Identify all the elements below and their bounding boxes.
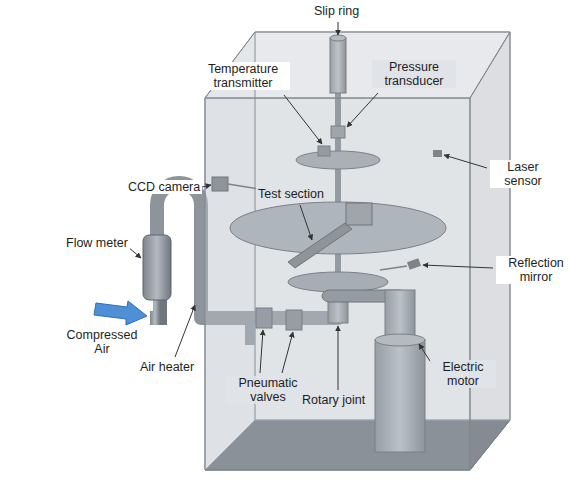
- part-label: CCD camera: [126, 180, 202, 194]
- leader-line: [202, 185, 211, 187]
- part-label: Air heater: [138, 360, 196, 374]
- leader-line: [175, 305, 195, 357]
- part-label: Temperature transmitter: [196, 62, 290, 90]
- flow-meter: [143, 235, 171, 300]
- leader-line: [282, 332, 293, 373]
- air-inlet-arrow: [94, 301, 147, 325]
- inlet-pipe: [150, 300, 160, 318]
- leader-line: [338, 326, 339, 390]
- leader-lines: [128, 22, 493, 390]
- enclosure-front: [205, 98, 470, 470]
- part-label: Pressure transducer: [372, 60, 456, 88]
- leader-line: [338, 22, 339, 35]
- leader-line: [444, 155, 487, 168]
- part-label: Compressed Air: [60, 328, 144, 356]
- part-label: Test section: [256, 187, 326, 201]
- leader-line: [300, 205, 312, 240]
- enclosure-right: [470, 32, 510, 470]
- part-label: Reflection mirror: [496, 256, 576, 284]
- part-label: Slip ring: [312, 4, 361, 18]
- part-label: Electric motor: [430, 360, 496, 388]
- part-label: Rotary joint: [300, 393, 367, 407]
- leader-line: [284, 95, 322, 144]
- leader-line: [347, 93, 378, 127]
- leader-line: [128, 247, 141, 258]
- part-label: Flow meter: [64, 236, 130, 250]
- leader-line: [423, 265, 493, 268]
- part-label: Pneumatic valves: [226, 376, 310, 404]
- leader-line: [260, 330, 263, 373]
- part-label: Laser sensor: [490, 160, 556, 188]
